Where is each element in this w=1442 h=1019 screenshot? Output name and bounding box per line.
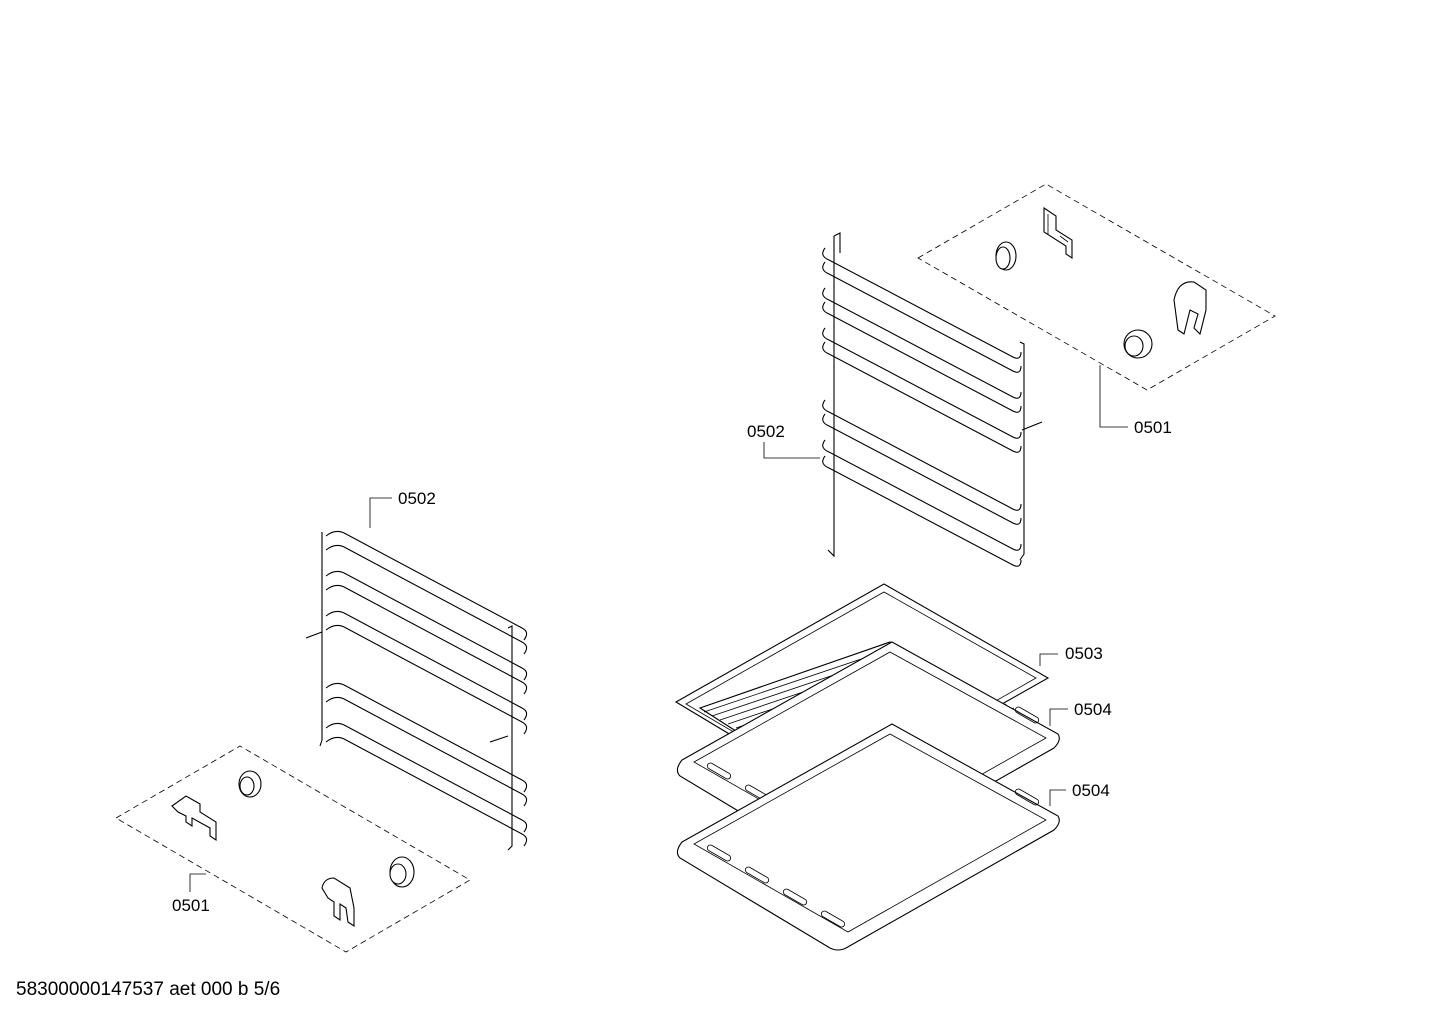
plug-clip-3 <box>238 770 262 798</box>
document-footer-code: 58300000147537 aet 000 b 5/6 <box>16 979 281 1000</box>
callout-0502-top-right: 0502 <box>747 422 785 441</box>
plug-clip-2 <box>1123 329 1153 359</box>
clip-set-top-right: 0501 <box>917 183 1276 437</box>
baking-tray-lower: 0504 <box>676 723 1110 951</box>
side-rack-left: 0502 <box>305 489 528 851</box>
callout-0501-left: 0501 <box>172 896 210 915</box>
plug-clip-1 <box>995 241 1017 271</box>
hook-clip-3 <box>171 795 217 842</box>
hook-clip-1 <box>1043 206 1073 260</box>
plug-clip-4 <box>389 856 415 888</box>
hook-clip-2 <box>1173 281 1207 336</box>
callout-0504-upper: 0504 <box>1074 700 1112 719</box>
hook-clip-4 <box>321 877 355 928</box>
side-rack-top-right: 0502 <box>747 232 1043 567</box>
callout-0501-top-right: 0501 <box>1134 418 1172 437</box>
clip-set-left: 0501 <box>115 745 471 953</box>
callout-0503: 0503 <box>1065 644 1103 663</box>
callout-0504-lower: 0504 <box>1072 781 1110 800</box>
callout-0502-left: 0502 <box>398 489 436 508</box>
